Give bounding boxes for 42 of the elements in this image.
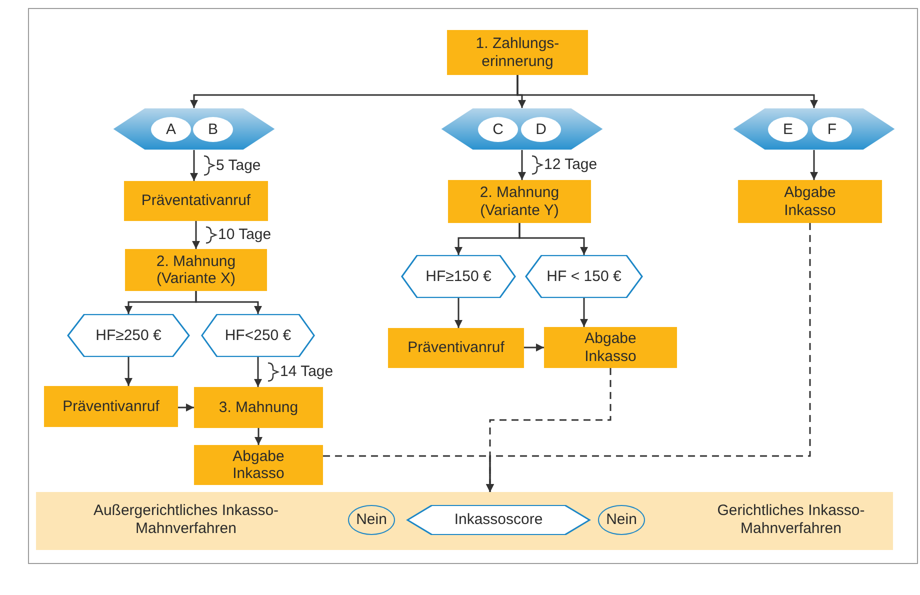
arrow [580,298,588,327]
result-label: Gerichtliches Inkasso- Mahnverfahren [716,502,866,538]
arrow [192,221,200,249]
arrow [518,150,526,180]
process-box: Präventivanruf [388,328,524,368]
edge-label: 5 Tage [216,158,261,172]
process-box: 3. Mahnung [194,387,323,428]
decision-hexagon: HF≥250 € [67,314,190,357]
arrow [195,291,262,314]
arrow [178,404,194,412]
group-hexagon [112,108,276,150]
process-box: Abgabe Inkasso [194,445,323,485]
process-box: Abgabe Inkasso [544,327,677,368]
arrow [810,150,818,180]
process-box: Präventativanruf [124,181,268,221]
group-hexagon [440,108,604,150]
arrow [254,428,262,445]
arrow [518,223,588,255]
decision-hexagon: HF < 150 € [525,255,643,298]
arrow [454,298,462,328]
arrow [486,456,494,492]
process-box: 2. Mahnung (Variante X) [125,249,267,291]
process-box: Abgabe Inkasso [738,180,882,223]
arrow [516,75,818,108]
group-hexagon [732,108,896,150]
decision-hexagon: Inkassoscore [406,505,591,535]
process-box: 1. Zahlungs- erinnerung [447,30,588,75]
answer-ellipse: Nein [598,505,645,535]
edge-label: 12 Tage [544,157,598,172]
decision-hexagon: HF≥150 € [401,255,516,298]
arrow [124,357,132,386]
answer-ellipse: Nein [348,505,395,535]
decision-hexagon: HF<250 € [201,314,315,357]
process-box: 2. Mahnung (Variante Y) [448,180,591,223]
result-band [36,492,893,550]
arrow [190,150,198,181]
process-box: Präventivanruf [44,386,178,427]
result-label: Außergerichtliches Inkasso- Mahnverfahren [92,502,280,538]
arrow [254,357,262,387]
arrow [524,344,544,352]
edge-label: 14 Tage [280,364,334,379]
edge-label: 10 Tage [218,227,272,242]
